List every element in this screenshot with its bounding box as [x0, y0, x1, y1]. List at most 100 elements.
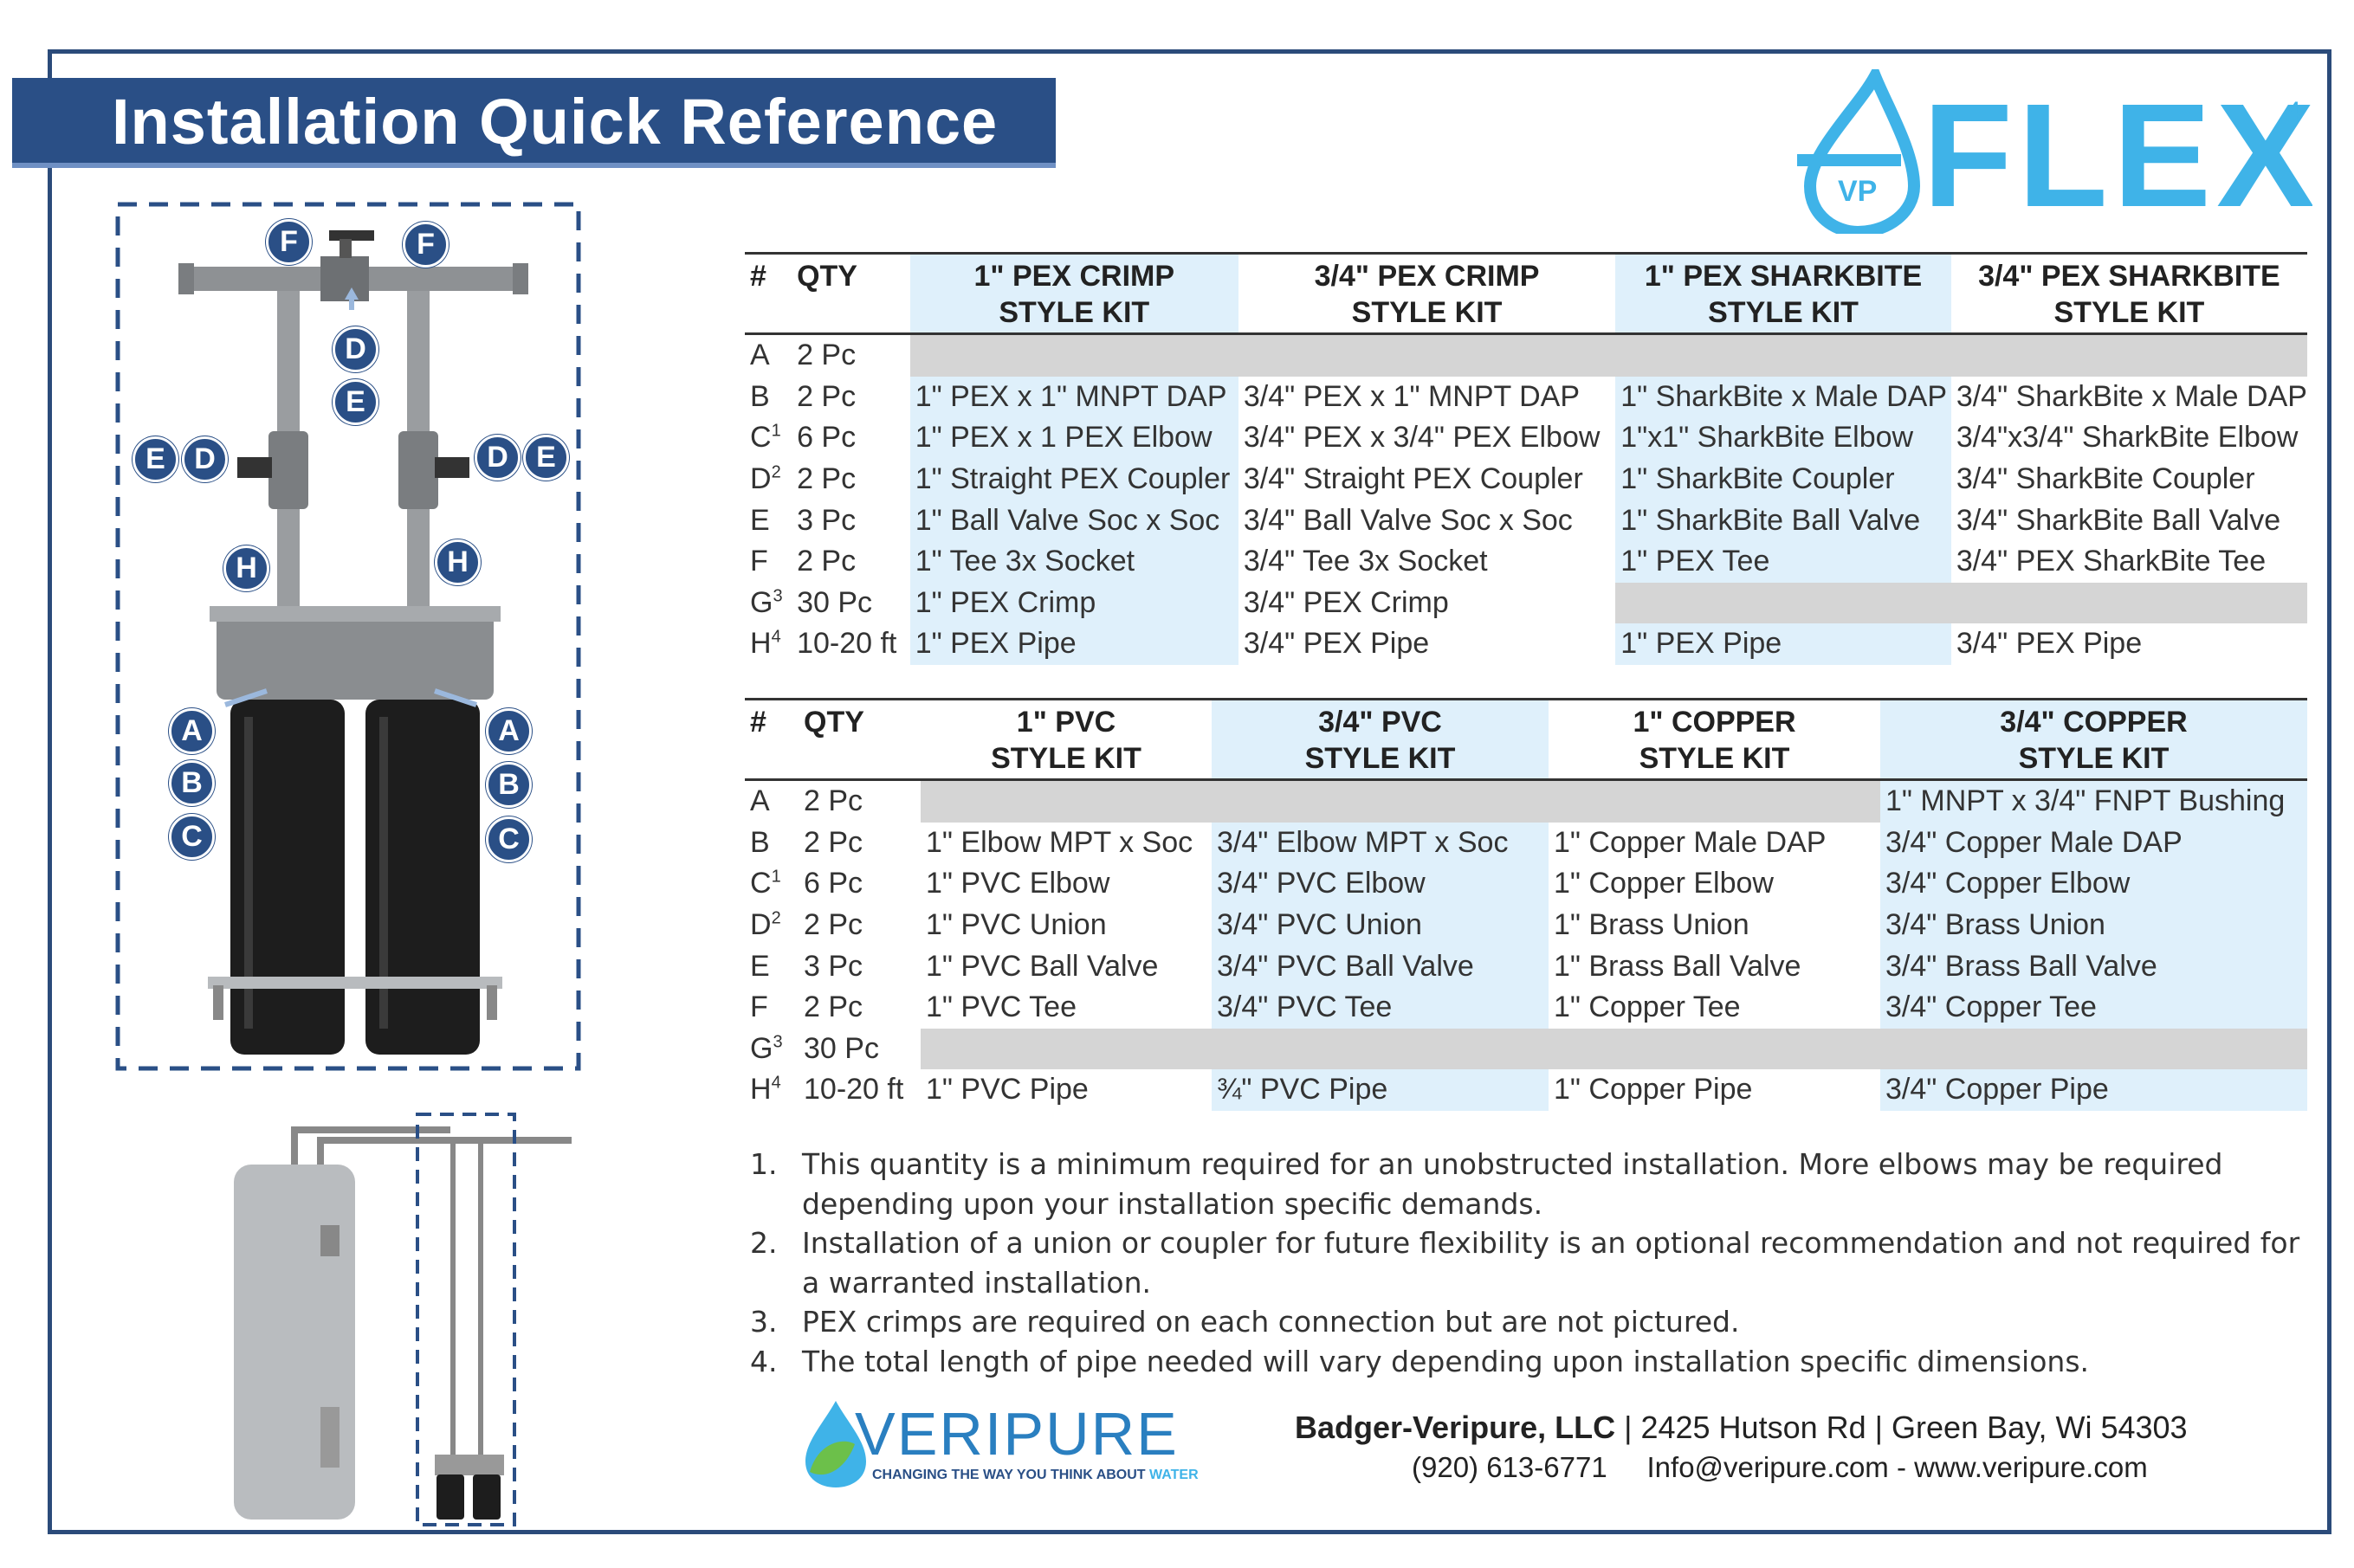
- kit-part-cell: 3/4" Straight PEX Coupler: [1243, 462, 1583, 496]
- footnotes-list: 1.This quantity is a minimum required fo…: [750, 1145, 2309, 1381]
- callout-f-right: F: [403, 222, 449, 268]
- row-id: A: [750, 339, 770, 372]
- diagram-dashed-border: [115, 202, 581, 1071]
- kit-part-cell: 3/4" PEX x 1" MNPT DAP: [1243, 379, 1581, 413]
- kit-part-cell: 1" Elbow MPT x Soc: [926, 825, 1193, 859]
- kit-part-cell: 3/4" PEX Pipe: [1243, 627, 1430, 661]
- kit-part-cell: 1" PEX x 1 PEX Elbow: [909, 417, 1238, 459]
- pvc-table-topline: [745, 698, 2307, 700]
- row-qty: 2 Pc: [804, 825, 863, 859]
- row-id: D2: [750, 462, 781, 496]
- kit-part-cell: [1615, 333, 1951, 377]
- row-id: E: [750, 949, 770, 983]
- city-state-zip: Green Bay, Wi 54303: [1892, 1410, 2188, 1445]
- row-id: E: [750, 503, 770, 537]
- row-qty: 6 Pc: [804, 867, 863, 900]
- left-ball-valve: [268, 431, 308, 509]
- kit-part-cell: 1" Tee 3x Socket: [909, 540, 1238, 583]
- kit-part-cell: 1" PVC Union: [926, 908, 1107, 942]
- kit-part-cell: [1238, 333, 1616, 377]
- veripure-brand: VERIPURE: [855, 1400, 1179, 1468]
- kit-part-cell: 3/4" Brass Union: [1880, 904, 2307, 946]
- kit-part-cell: 1" PEX Tee: [1615, 540, 1951, 583]
- pex-table-topline: [745, 252, 2307, 255]
- top-valve: [320, 256, 369, 301]
- row-id: H4: [750, 1073, 781, 1107]
- callout-b-left: B: [169, 760, 215, 806]
- kit-part-cell: [909, 333, 1238, 377]
- footnote-text: PEX crimps are required on each connecti…: [802, 1305, 1740, 1339]
- row-qty: 30 Pc: [797, 585, 873, 619]
- row-id: B: [750, 825, 770, 859]
- row-id: B: [750, 379, 770, 413]
- kit-part-cell: 1" PEX x 1" MNPT DAP: [909, 376, 1238, 418]
- kit-part-cell: 3/4" SharkBite Ball Valve: [1956, 503, 2281, 537]
- row-id: C1: [750, 421, 781, 455]
- filter-head: [217, 613, 494, 700]
- row-qty: 2 Pc: [797, 379, 857, 413]
- email-website-link[interactable]: Info@veripure.com - www.veripure.com: [1646, 1451, 2148, 1483]
- kit-part-cell: 1" PVC Ball Valve: [926, 949, 1159, 983]
- callout-c-right: C: [486, 816, 532, 862]
- kit-part-cell: 3/4" PEX SharkBite Tee: [1956, 545, 2267, 578]
- flex-logo: VP FLEX 4: [1797, 69, 2312, 234]
- kit-part-cell: 1" Copper Pipe: [1554, 1073, 1753, 1107]
- callout-h-left: H: [223, 545, 269, 591]
- small-system-dashed-border: [416, 1113, 516, 1526]
- footnote: 1.This quantity is a minimum required fo…: [750, 1147, 2223, 1221]
- contact-line: (920) 613-6771 Info@veripure.com - www.v…: [1412, 1451, 2148, 1484]
- row-id: C1: [750, 867, 781, 900]
- kit-part-cell: [1549, 779, 1880, 823]
- row-id: F: [750, 990, 768, 1024]
- kit-part-cell: 3/4"x3/4" SharkBite Elbow: [1956, 421, 2299, 455]
- callout-a-left: A: [169, 708, 215, 754]
- callout-h-right: H: [435, 539, 481, 585]
- street-address: 2425 Hutson Rd: [1640, 1410, 1866, 1445]
- callout-b-right: B: [486, 762, 532, 808]
- filter-diagram: [115, 202, 581, 1071]
- left-filter-housing: [230, 700, 345, 1055]
- footnote-text: This quantity is a minimum required for …: [802, 1147, 2223, 1221]
- company-address-line: Badger-Veripure, LLC | 2425 Hutson Rd | …: [1295, 1410, 2188, 1445]
- kit-part-cell: 3/4" PVC Elbow: [1212, 863, 1549, 905]
- phone-number: (920) 613-6771: [1412, 1451, 1607, 1483]
- right-filter-housing: [365, 700, 480, 1055]
- callout-d-left: D: [182, 436, 228, 482]
- kit-part-cell: 1" Brass Ball Valve: [1554, 949, 1801, 983]
- callout-a-right: A: [486, 708, 532, 754]
- row-qty: 2 Pc: [804, 784, 863, 818]
- footnote: 4.The total length of pipe needed will v…: [750, 1344, 2090, 1378]
- row-id: G3: [750, 1031, 783, 1065]
- kit-part-cell: [1212, 779, 1549, 823]
- row-id: D2: [750, 908, 781, 942]
- page-title: Installation Quick Reference: [112, 86, 999, 158]
- kit-part-cell: [1950, 582, 2307, 624]
- logo-version: 4: [2286, 97, 2301, 126]
- kit-part-cell: 1" PVC Elbow: [926, 867, 1110, 900]
- kit-part-cell: 3/4" PEX Pipe: [1956, 627, 2143, 661]
- row-qty: 6 Pc: [797, 421, 857, 455]
- kit-part-cell: 1" PEX Crimp: [909, 582, 1238, 624]
- logo-brand: FLEX: [1923, 74, 2312, 234]
- kit-part-cell: 1" PVC Tee: [926, 990, 1077, 1024]
- kit-part-cell: 3/4" PEX x 3/4" PEX Elbow: [1243, 421, 1601, 455]
- row-qty: 3 Pc: [804, 949, 863, 983]
